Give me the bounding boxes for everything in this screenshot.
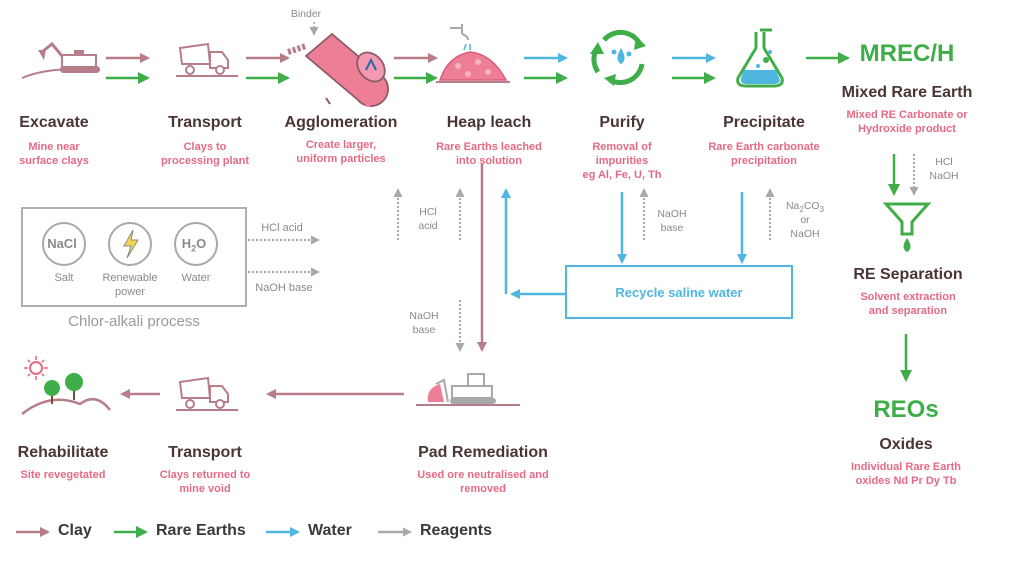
purify-sub-3: eg Al, Fe, U, Th <box>582 169 662 181</box>
precipitate-sub-2: precipitation <box>730 155 797 167</box>
recycle-saline-box <box>565 265 793 319</box>
reos-heading: REOs <box>873 396 939 423</box>
power-label-2: power <box>115 286 145 298</box>
pad-title: Pad Remediation <box>418 444 548 461</box>
excavate-title: Excavate <box>19 114 89 131</box>
recycle-icon <box>590 29 646 86</box>
flow-heapleach-purify <box>524 53 568 84</box>
chlor-alkali-title: Chlor-alkali process <box>68 313 200 330</box>
bulldozer-icon <box>416 373 520 406</box>
power-label-1: Renewable <box>102 272 158 284</box>
water-label: Water <box>181 272 211 284</box>
funnel-icon <box>882 202 932 252</box>
precipitate-sub-1: Rare Earth carbonate <box>708 141 820 153</box>
heap-leach-icon <box>436 24 510 83</box>
rehabilitate-icon <box>21 356 111 415</box>
heapleach-sub-2: into solution <box>456 155 522 167</box>
return-transport-sub-1: Clays returned to <box>159 469 251 481</box>
legend-reagents-label: Reagents <box>420 522 493 539</box>
mrec-reagent-hcl: HCl <box>935 156 953 168</box>
rehabilitate-title: Rehabilitate <box>17 444 109 461</box>
separation-title: RE Separation <box>853 266 963 283</box>
agglomerator-drum-icon <box>287 22 389 107</box>
legend-rare-earths-label: Rare Earths <box>156 522 246 539</box>
legend-clay-label: Clay <box>58 522 92 539</box>
salt-label: Salt <box>54 272 74 284</box>
mrec-title: Mixed Rare Earth <box>841 84 973 101</box>
binder-label: Binder <box>290 8 322 20</box>
transport-title: Transport <box>168 114 242 131</box>
naoh-base-label: NaOH base <box>255 282 313 294</box>
reos-sub-2: oxides Nd Pr Dy Tb <box>855 475 957 487</box>
return-transport-sub-2: mine void <box>179 483 231 495</box>
rehabilitate-sub-1: Site revegetated <box>20 469 106 481</box>
flow-agglomeration-heapleach <box>394 53 438 84</box>
purify-sub-2: impurities <box>595 155 649 167</box>
hcl-acid-label: HCl acid <box>261 222 303 234</box>
pad-sub-2: removed <box>460 483 506 495</box>
truck-icon <box>176 42 238 77</box>
pad-sub-1: Used ore neutralised and <box>417 469 549 481</box>
precipitate-reagent-naoh: NaOH <box>790 228 820 240</box>
excavate-sub-1: Mine near <box>28 141 80 153</box>
legend-water-label: Water <box>308 522 352 539</box>
purify-title: Purify <box>599 114 645 131</box>
water-circle <box>174 222 218 266</box>
agglomeration-title: Agglomeration <box>284 114 398 131</box>
transport-sub-1: Clays to <box>183 141 227 153</box>
pad-reagent-base: base <box>412 324 436 336</box>
purify-sub-1: Removal of <box>592 141 652 153</box>
excavate-sub-2: surface clays <box>19 155 89 167</box>
recycle-saline-label: Recycle saline water <box>615 285 743 300</box>
excavator-icon <box>21 41 101 79</box>
purify-reagent-base: base <box>660 222 684 234</box>
power-circle <box>108 222 152 266</box>
precipitate-reagent-or: or <box>800 214 810 226</box>
mrec-reagent-naoh: NaOH <box>929 170 959 182</box>
return-transport-title: Transport <box>168 444 242 461</box>
heapleach-sub-1: Rare Earths leached <box>436 141 542 153</box>
water-symbol: H2O <box>181 236 207 254</box>
precipitate-title: Precipitate <box>723 114 805 131</box>
agglomeration-sub-2: uniform particles <box>296 153 386 165</box>
flask-icon <box>736 28 784 88</box>
agglomeration-sub-1: Create larger, <box>305 139 377 151</box>
flow-purify-precipitate <box>672 53 716 84</box>
flow-excavate-transport <box>106 53 150 84</box>
separation-sub-1: Solvent extraction <box>860 291 956 303</box>
reos-title: Oxides <box>879 436 933 453</box>
separation-sub-2: and separation <box>868 305 948 317</box>
flow-transport-agglomeration <box>246 53 290 84</box>
mrec-sub-1: Mixed RE Carbonate or <box>846 109 968 121</box>
pad-reagent-naoh: NaOH <box>409 310 439 322</box>
precipitate-reagent-na2co3: Na2CO3 <box>785 200 825 215</box>
heapleach-reagent-acid: acid <box>418 220 438 232</box>
reos-sub-1: Individual Rare Earth <box>850 461 962 473</box>
purify-reagent-naoh: NaOH <box>657 208 687 220</box>
salt-symbol: NaCl <box>47 236 77 251</box>
mrec-heading: MREC/H <box>859 40 955 67</box>
salt-circle <box>42 222 86 266</box>
heapleach-reagent-hcl: HCl <box>419 206 437 218</box>
mrec-sub-2: Hydroxide product <box>858 123 956 135</box>
transport-sub-2: processing plant <box>160 155 250 167</box>
heapleach-title: Heap leach <box>446 114 532 131</box>
return-truck-icon <box>176 376 238 411</box>
